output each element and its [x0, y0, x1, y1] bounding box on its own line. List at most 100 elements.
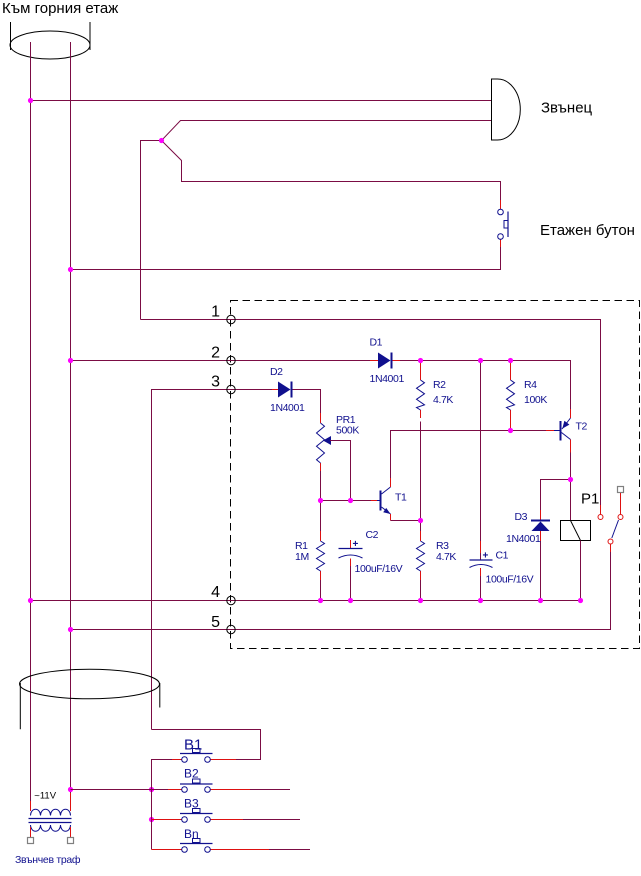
b3-contact-left [181, 816, 188, 823]
terminal-5 [226, 624, 236, 635]
transformer-voltage: ~11V [34, 791, 56, 802]
junction-dot [67, 266, 74, 273]
call-button-bn: Bn [180, 827, 213, 853]
t2-collector-diag [561, 432, 571, 440]
b3-contact-right [204, 816, 211, 823]
b2-contact-left [181, 786, 188, 793]
pr1-wiper-wire [330, 440, 351, 501]
c2-plate-bottom [338, 554, 363, 559]
b1-contact-right [204, 756, 211, 763]
b2-contact-right [204, 786, 211, 793]
floor-button-contact-bottom [497, 233, 504, 240]
transformer-label: Звънчев траф [15, 854, 81, 866]
resistor-r2: R2 4.7K [415, 360, 454, 418]
terminal1-line [140, 319, 601, 514]
transformer-primary-leads [30, 793, 71, 811]
junction-dot [158, 137, 165, 144]
resistor-r1: R1 1M [295, 471, 326, 601]
d2-value: 1N4001 [270, 402, 305, 414]
terminal5-line [70, 552, 611, 630]
floor-button: Етажен бутон [497, 200, 635, 247]
r3-zigzag [415, 540, 426, 572]
junction-dot [537, 597, 544, 604]
r2-zigzag [415, 379, 426, 411]
r1-value: 1M [295, 551, 309, 563]
bn-plunger [192, 838, 201, 843]
bell-label: Звънец [541, 100, 593, 117]
junction-dot [347, 497, 354, 504]
transformer-primary-coil [30, 808, 71, 816]
capacitor-c1: + C1 100uF/16V [469, 360, 534, 601]
bn-label: Bn [184, 827, 199, 841]
call-button-b1: B1 [180, 737, 213, 763]
junction-dot [507, 427, 514, 434]
junction-dot [507, 357, 514, 364]
transformer-secondary-coil [30, 824, 71, 832]
b1-contact-left [181, 756, 188, 763]
riser-cable-bottom [19, 668, 161, 730]
riser-wires [30, 42, 71, 801]
c2-value: 100uF/16V [355, 563, 403, 575]
r1-zigzag [315, 540, 326, 572]
junction-dot [567, 476, 574, 483]
d1-value: 1N4001 [370, 373, 405, 385]
terminal-lines [30, 319, 611, 730]
terminal2-line [70, 360, 571, 409]
diode-d3: D3 1N4001 [506, 479, 571, 601]
riser-cable-top [9, 22, 91, 60]
c2-name: C2 [366, 529, 379, 541]
d2-triangle [278, 381, 291, 398]
cable-ticks-top [10, 22, 91, 50]
bell-bottom-wire [140, 120, 491, 320]
c1-plate-bottom [469, 564, 493, 568]
t1-collector-diag [381, 486, 391, 495]
junction-dot [27, 597, 34, 604]
junction-dot [67, 626, 74, 633]
capacitor-c2: + C2 100uF/16V [338, 529, 403, 601]
junction-dot [317, 497, 324, 504]
relay-no-square [616, 485, 625, 494]
terminal-5-number: 5 [211, 614, 220, 631]
terminal-2 [226, 355, 236, 366]
b2-label: B2 [184, 767, 199, 781]
d1-triangle [378, 352, 391, 369]
terminals: 1 2 3 4 5 [211, 304, 236, 635]
junction-dot [67, 357, 74, 364]
c1-value: 100uF/16V [486, 574, 534, 586]
d3-value: 1N4001 [506, 533, 541, 545]
terminal-3 [226, 384, 236, 395]
transistor-t1: T1 [320, 430, 546, 521]
bell-transformer: ~11V Звънчев траф [15, 791, 81, 867]
relay-p1: P1 [560, 479, 625, 601]
terminal-3-number: 3 [211, 374, 220, 391]
t1-bar [379, 490, 382, 511]
bell-circuit [30, 100, 501, 320]
d2-cathode-bar [290, 381, 293, 398]
button-feed-wire [161, 140, 501, 200]
title-to-upper-floor: Към горния етаж [2, 0, 118, 17]
t1-collector-wire [390, 430, 546, 478]
d3-name: D3 [515, 511, 528, 523]
r3-value: 4.7K [436, 551, 456, 563]
pr1-zigzag [315, 422, 326, 464]
cable-ellipse-bottom [19, 668, 160, 700]
b3-plunger [192, 808, 201, 813]
t2-emitter-arrow [562, 420, 570, 429]
t1-name: T1 [395, 492, 407, 504]
terminal-1-number: 1 [211, 304, 220, 321]
r1-name: R1 [295, 540, 308, 552]
junction-dot [417, 517, 424, 524]
b3-label: B3 [184, 797, 199, 811]
t1-emitter-arrow [383, 507, 391, 514]
terminal3-line [151, 389, 321, 730]
floor-button-label: Етажен бутон [540, 222, 635, 239]
call-buttons: B1 B2 B3 Bn [70, 729, 310, 853]
potentiometer-pr1: PR1 500K [315, 413, 360, 501]
transformer-terminal-left [26, 836, 35, 845]
d1-cathode-bar [390, 352, 393, 369]
b1-feed-wire [151, 729, 261, 760]
t2-bar [559, 421, 562, 441]
cable-ticks-bottom [19, 683, 161, 730]
junction-dot [27, 97, 34, 104]
